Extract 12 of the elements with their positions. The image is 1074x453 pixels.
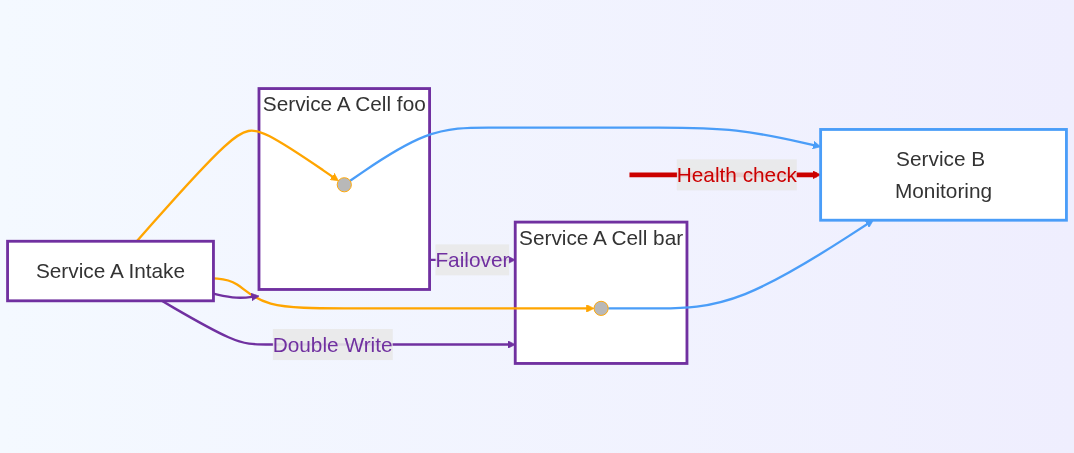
- edge-label: Failover: [435, 248, 510, 273]
- arrow: [213, 293, 260, 302]
- arrow: [213, 277, 595, 313]
- cluster: Service A Cell foo: [257, 87, 431, 292]
- node-box: Service A Intake: [6, 240, 215, 303]
- node-circle: [336, 177, 352, 193]
- edge-label: Health check: [676, 163, 797, 188]
- cluster: Service A Cell bar: [513, 221, 689, 366]
- node-circle: [593, 301, 609, 317]
- arrow: [608, 220, 874, 311]
- edge-label: Double Write: [272, 333, 393, 357]
- node-box: Service B Monitoring: [819, 128, 1068, 223]
